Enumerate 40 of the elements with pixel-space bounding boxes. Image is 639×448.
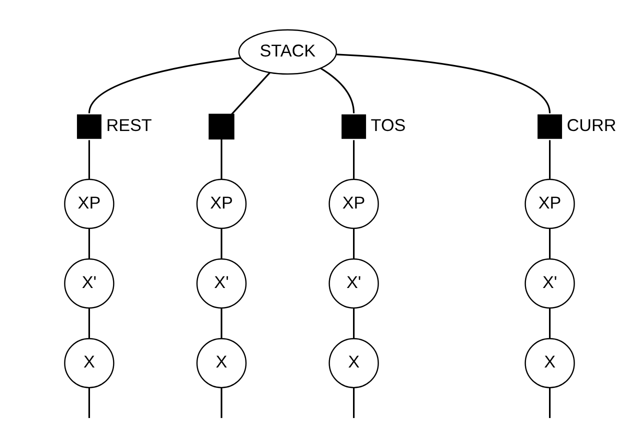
node-circle: X' [328, 258, 379, 308]
node-label: CURR [566, 114, 616, 135]
node-circle: X [328, 337, 379, 388]
node-label: REST [106, 114, 152, 135]
connector [88, 228, 90, 258]
node-box [208, 113, 234, 140]
connector [549, 228, 551, 258]
connector [88, 308, 90, 338]
node-box [342, 114, 366, 138]
connector [320, 67, 355, 113]
connector [88, 56, 241, 113]
node-circle: X [196, 337, 247, 388]
connector [549, 387, 551, 418]
connector [220, 308, 222, 338]
connector [231, 72, 271, 114]
node-circle: X' [196, 258, 247, 308]
connector [549, 308, 551, 338]
connector [353, 140, 355, 178]
node-label: TOS [370, 114, 406, 135]
connector [88, 140, 90, 178]
connector [353, 387, 355, 418]
node-box [76, 114, 102, 138]
connector [220, 138, 222, 179]
node-circle: X' [524, 258, 575, 308]
node-circle: X [524, 337, 575, 388]
node-circle: XP [196, 178, 247, 228]
node-circle: XP [64, 178, 114, 228]
connector [220, 228, 222, 258]
node-circle: X' [64, 258, 114, 308]
connector [220, 387, 222, 418]
connector [336, 53, 551, 113]
node-circle: X [64, 337, 114, 388]
connector [353, 228, 355, 258]
connector [88, 387, 90, 418]
node-circle: XP [524, 178, 575, 228]
node-box [538, 114, 562, 138]
connector [353, 308, 355, 338]
connector [549, 140, 551, 178]
node-ellipse: STACK [238, 28, 337, 74]
node-circle: XP [328, 178, 379, 228]
